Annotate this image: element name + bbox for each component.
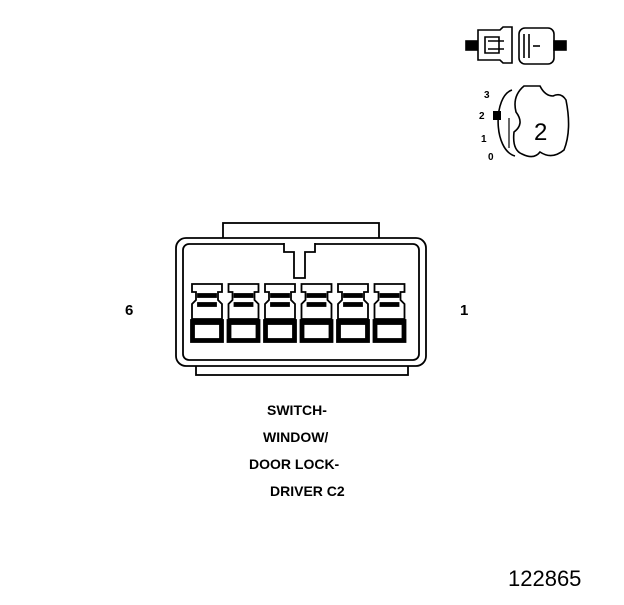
caption-line-3: DOOR LOCK- (249, 456, 340, 472)
terminal-cavity (336, 283, 370, 343)
pin-label-right: 1 (460, 302, 468, 319)
connector-side-view-icon (465, 26, 567, 65)
connector-face (175, 222, 427, 376)
caption-line-4: DRIVER C2 (270, 483, 345, 499)
position-label-3: 3 (484, 90, 490, 101)
terminal-cavity (263, 283, 297, 343)
terminal-cavity (372, 283, 407, 343)
pin-label-left: 6 (125, 302, 133, 319)
position-selector-icon: 3 2 1 0 2 (479, 85, 570, 163)
caption-line-1: SWITCH- (267, 402, 327, 418)
selected-position-marker (493, 111, 501, 120)
terminal-cavities (190, 283, 407, 343)
terminal-cavity (299, 283, 334, 343)
terminal-cavity (190, 283, 224, 343)
position-label-2: 2 (479, 111, 485, 122)
position-label-0: 0 (488, 152, 494, 163)
position-label-1: 1 (481, 134, 487, 145)
selected-position-number: 2 (534, 119, 547, 146)
caption-line-2: WINDOW/ (263, 429, 329, 445)
terminal-cavity (226, 283, 261, 343)
figure-number: 122865 (508, 566, 582, 591)
